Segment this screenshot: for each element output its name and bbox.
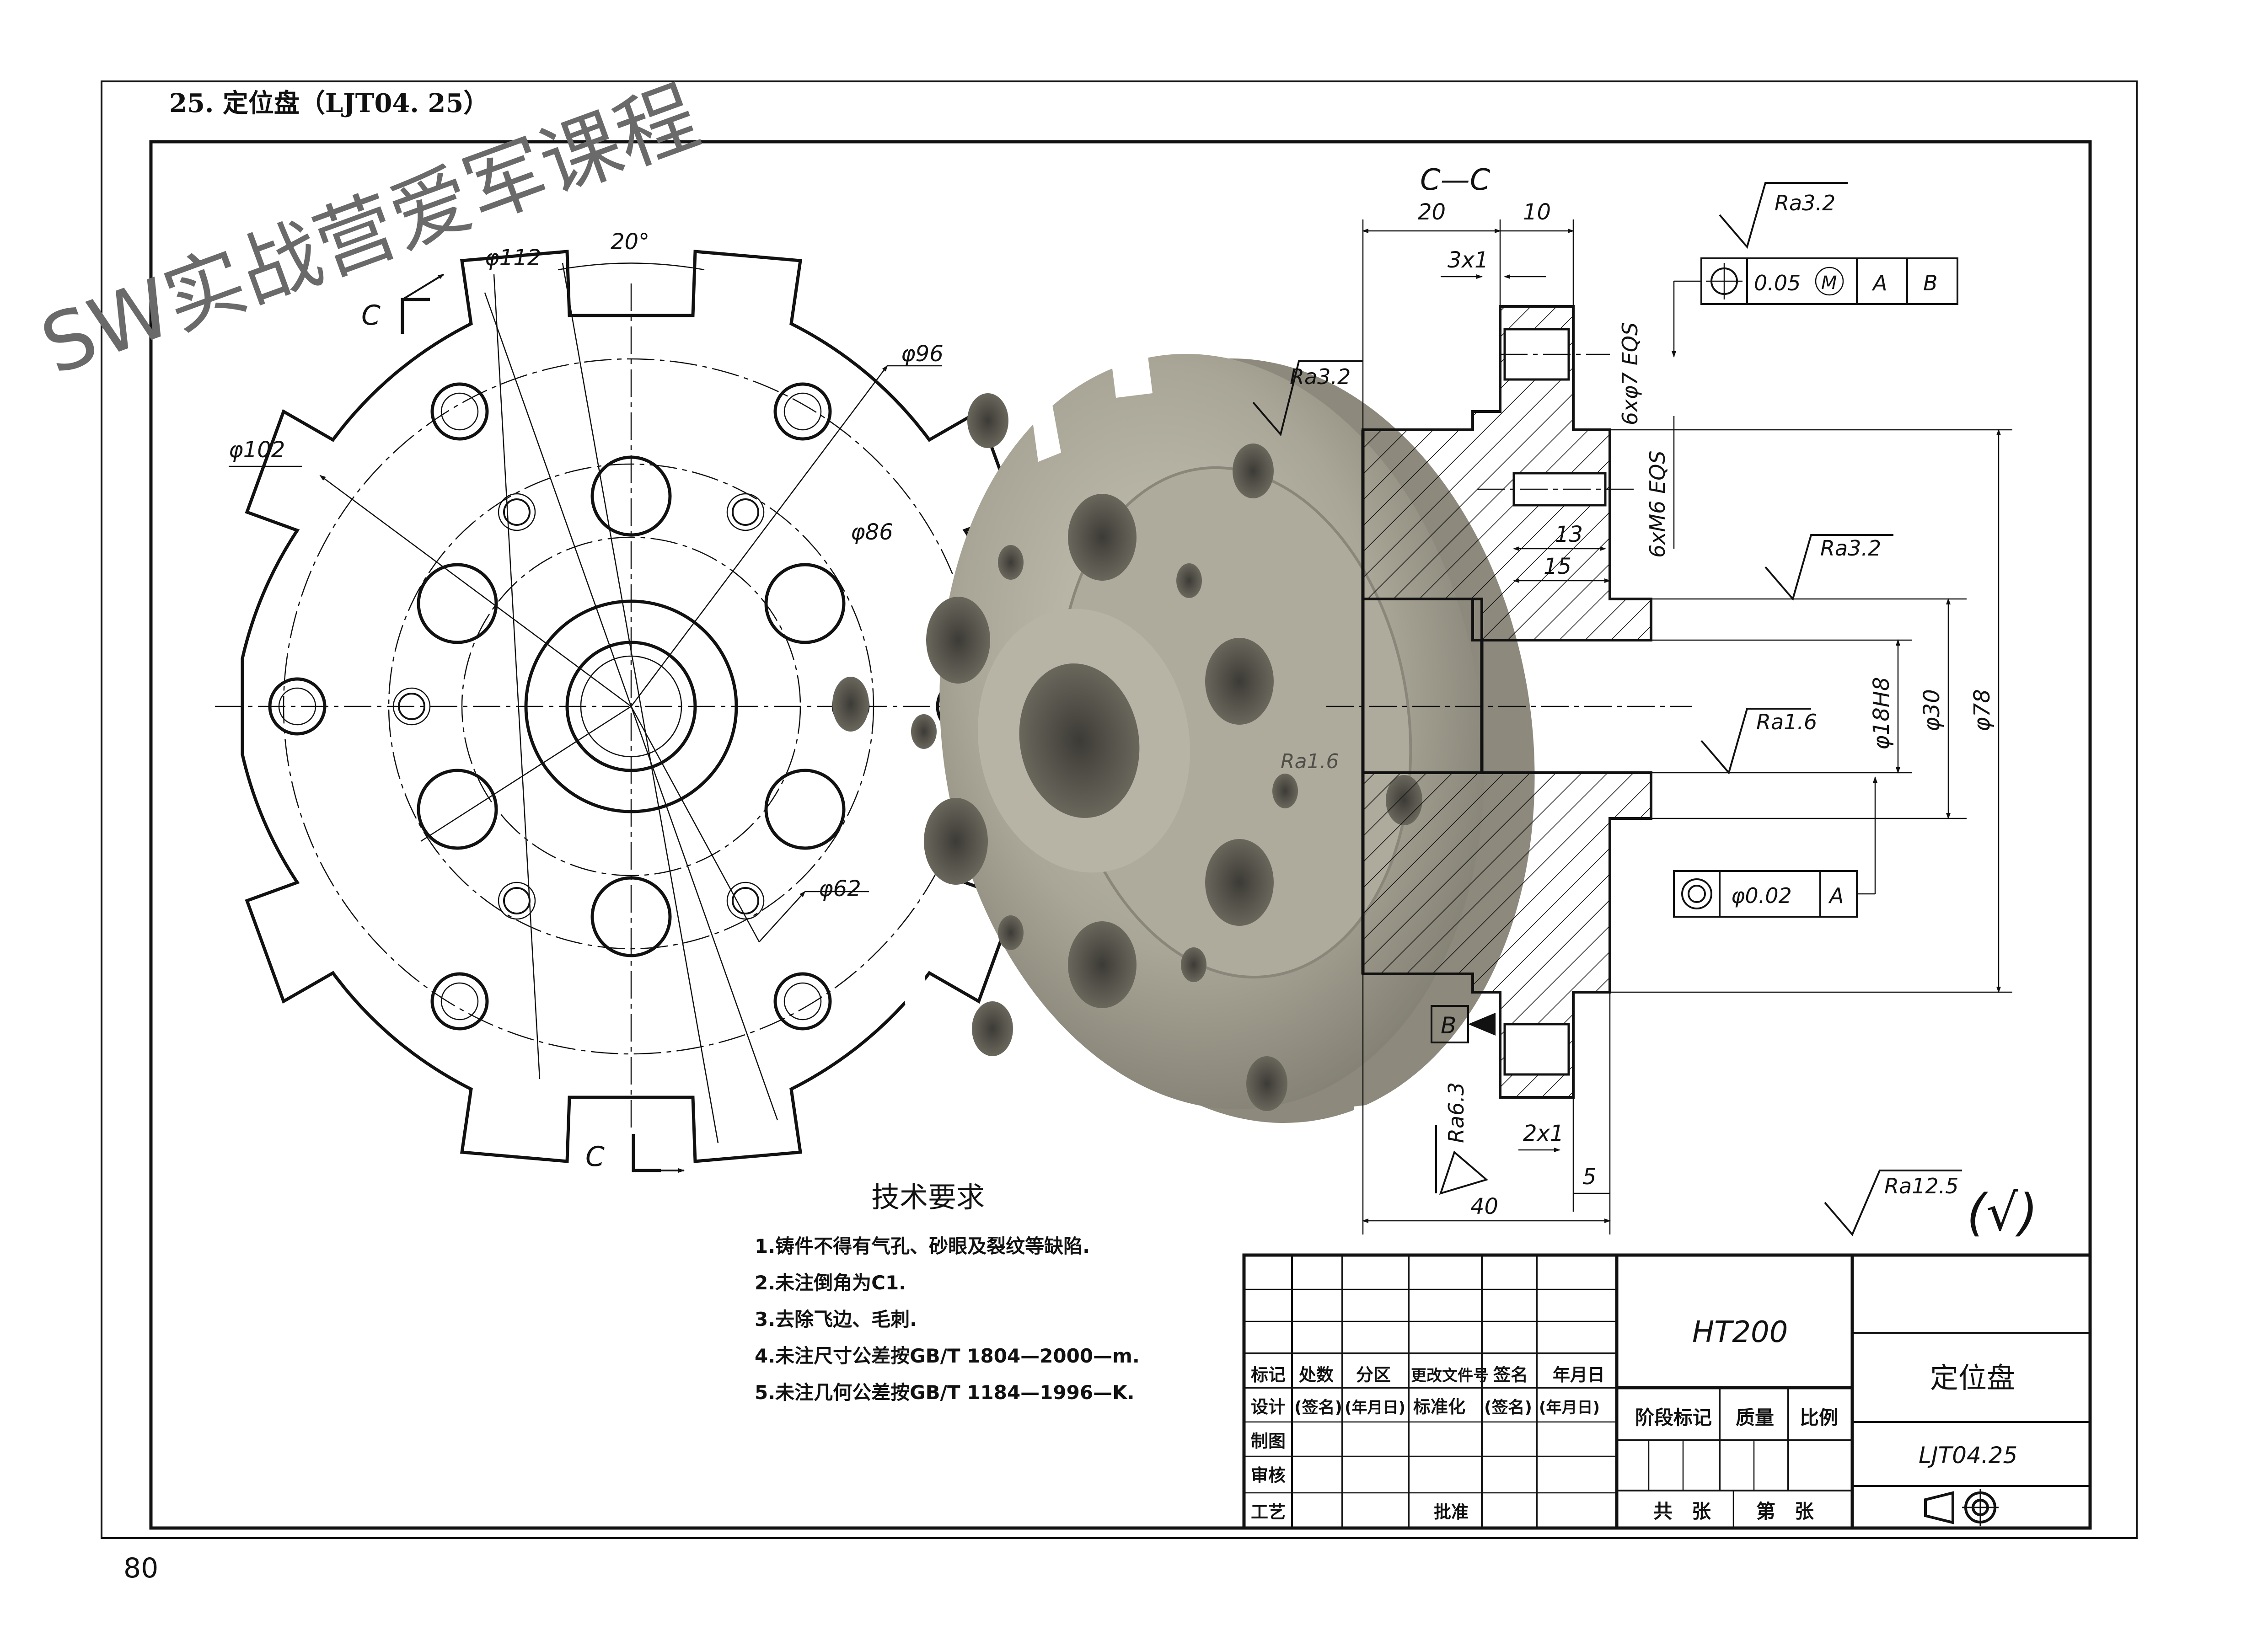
tb-checked: 审核 (1251, 1465, 1286, 1486)
dim-d86: φ86 (851, 519, 893, 545)
tb-scale: 比例 (1800, 1406, 1838, 1429)
tech-item-5: 5.未注几何公差按GB/T 1184—1996—K. (755, 1381, 1135, 1404)
tb-approve: 批准 (1434, 1502, 1469, 1522)
tol-pos-value: 0.05 (1754, 271, 1801, 295)
dim-20: 20 (1418, 199, 1446, 225)
section-mark-top: C (361, 299, 381, 331)
dim-d62: φ62 (819, 876, 861, 902)
tb-r4: (签名) (1484, 1398, 1532, 1417)
ra-bore: Ra3.2 (1820, 536, 1881, 561)
section-view: C—C 20 10 3x1 6xφ7 EQS 6xM6 EQS (1252, 163, 2012, 1234)
dim-holesM6: 6xM6 EQS (1645, 450, 1670, 558)
tb-r2: (年月日) (1345, 1399, 1405, 1417)
front-view: φ112 20° φ96 φ102 φ86 φ62 C C (215, 229, 1052, 1173)
general-roughness: Ra12.5 (√) (1824, 1170, 2038, 1242)
projection-symbol-icon (1924, 1489, 1999, 1526)
tb-drawn: 制图 (1251, 1431, 1286, 1451)
tb-h1: 处数 (1299, 1365, 1334, 1385)
tech-item-2: 2.未注倒角为C1. (755, 1272, 906, 1294)
dim-holes7: 6xφ7 EQS (1618, 322, 1642, 425)
ra-16-hidden: Ra1.6 (1281, 750, 1339, 773)
tol-pos-ref2: B (1923, 271, 1938, 295)
tb-h0: 标记 (1251, 1365, 1286, 1385)
title-block: HT200 定位盘 LJT04.25 标记 处数 分区 更改文件号 签名 年月日… (1242, 1253, 2092, 1530)
general-roughness-suffix: (√) (1967, 1183, 2038, 1242)
dim-15: 15 (1544, 554, 1571, 579)
tb-mass: 质量 (1736, 1406, 1774, 1429)
tech-title: 技术要求 (871, 1181, 985, 1214)
tech-requirements: 技术要求 1.铸件不得有气孔、砂眼及裂纹等缺陷. 2.未注倒角为C1. 3.去除… (755, 1181, 1140, 1404)
tb-sheet-no: 第 张 (1756, 1500, 1814, 1523)
dim-d30: φ30 (1919, 689, 1945, 732)
ra-16: Ra1.6 (1756, 710, 1817, 734)
tb-stage: 阶段标记 (1635, 1406, 1712, 1429)
page-title: 25. 定位盘（LJT04. 25） (169, 88, 489, 118)
dim-10: 10 (1523, 199, 1551, 225)
dim-40: 40 (1470, 1194, 1498, 1219)
tol-pos-modifier: M (1821, 273, 1837, 294)
tb-r3: 标准化 (1413, 1397, 1465, 1417)
dim-d78: φ78 (1969, 689, 1995, 732)
dim-13: 13 (1555, 522, 1583, 547)
dim-d112: φ112 (485, 245, 541, 271)
general-roughness-label: Ra12.5 (1884, 1174, 1959, 1198)
tol-coax-ref: A (1828, 883, 1844, 908)
tol-coax-value: φ0.02 (1731, 883, 1792, 908)
tb-r5: (年月日) (1539, 1399, 1600, 1417)
dim-d96: φ96 (901, 341, 944, 367)
section-title: C—C (1420, 163, 1491, 197)
tech-item-1: 1.铸件不得有气孔、砂眼及裂纹等缺陷. (755, 1235, 1090, 1257)
tb-process: 工艺 (1251, 1502, 1286, 1522)
ra-face: Ra3.2 (1290, 364, 1351, 389)
dim-angle: 20° (611, 229, 649, 255)
drawing-border (149, 140, 2092, 1530)
tech-item-4: 4.未注尺寸公差按GB/T 1804—2000—m. (755, 1345, 1140, 1367)
tb-r1: (签名) (1294, 1398, 1342, 1417)
dim-d102: φ102 (229, 437, 285, 463)
ra-top: Ra3.2 (1775, 191, 1835, 215)
tol-pos-ref1: A (1871, 271, 1887, 295)
page-number: 80 (123, 1552, 158, 1584)
dim-2x1: 2x1 (1523, 1121, 1564, 1146)
tb-h3: 更改文件号 (1411, 1367, 1489, 1385)
dim-d18: φ18H8 (1869, 677, 1894, 750)
tb-sheets-total: 共 张 (1653, 1500, 1711, 1523)
section-mark-bottom: C (585, 1141, 605, 1173)
tb-part-name: 定位盘 (1930, 1361, 2015, 1395)
tb-r0: 设计 (1251, 1397, 1286, 1417)
outer-frame (101, 80, 2138, 1539)
tb-h4: 签名 (1493, 1365, 1528, 1385)
tb-drawing-no: LJT04.25 (1919, 1442, 2017, 1469)
datum-b: B (1441, 1012, 1456, 1039)
tb-material: HT200 (1692, 1315, 1788, 1349)
dim-3x1: 3x1 (1448, 247, 1488, 273)
tb-h5: 年月日 (1553, 1365, 1605, 1385)
ra-63: Ra6.3 (1444, 1082, 1469, 1143)
tech-item-3: 3.去除飞边、毛刺. (755, 1308, 917, 1331)
dim-5: 5 (1582, 1164, 1597, 1190)
tb-h2: 分区 (1356, 1365, 1391, 1385)
